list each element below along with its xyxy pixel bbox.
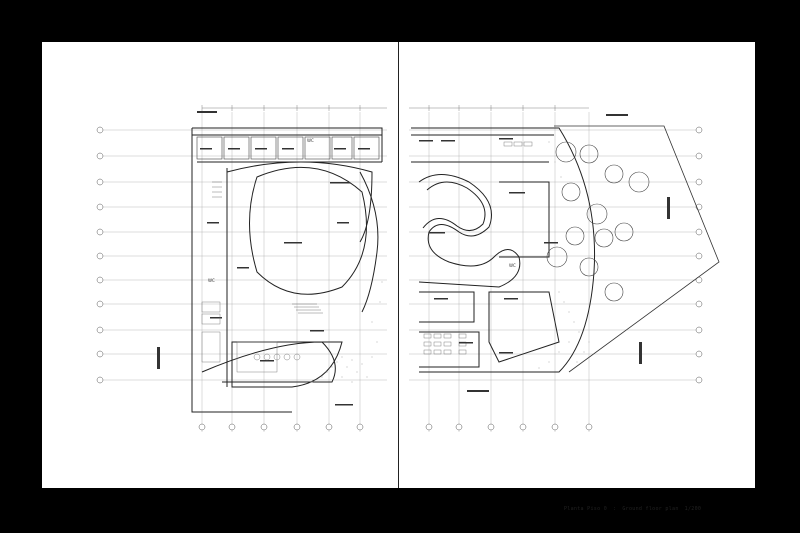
grid-bubbles-right xyxy=(425,126,703,431)
landscape-dots-left xyxy=(311,281,383,383)
room-label-wc-right: WC xyxy=(509,263,516,268)
grid-bubbles-left xyxy=(96,126,364,431)
book-spread: WC WC xyxy=(42,42,755,512)
site-boundary xyxy=(554,125,720,373)
grid-lines-left xyxy=(100,112,387,432)
stairs-left xyxy=(212,181,323,314)
building-outline-right xyxy=(411,127,596,373)
caption-plan-name-en: Ground floor plan xyxy=(622,506,679,512)
right-floor-plan: WC xyxy=(409,105,720,432)
page-gutter xyxy=(398,42,399,488)
left-floor-plan: WC WC xyxy=(96,105,387,432)
landscape-dots-right xyxy=(538,141,590,369)
room-label-wc-top: WC xyxy=(307,138,314,143)
room-label-bars-right xyxy=(419,114,670,392)
room-label-bars-left xyxy=(157,111,370,406)
room-label-wc-left: WC xyxy=(208,278,215,283)
plan-caption: Planta Piso 0: Ground floor plan 1/200 xyxy=(564,506,707,512)
caption-scale: 1/200 xyxy=(684,506,702,512)
caption-plan-name: Planta Piso 0 xyxy=(564,506,608,512)
landscape-trees xyxy=(546,141,650,302)
furniture-left xyxy=(201,301,301,373)
caption-separator: : xyxy=(613,506,617,512)
grid-lines-right xyxy=(409,112,699,432)
right-page: WC xyxy=(399,42,755,488)
dimension-line-top-right xyxy=(409,105,589,111)
left-page: WC WC xyxy=(42,42,398,488)
building-outline-left xyxy=(191,127,383,413)
dimension-line-top xyxy=(201,105,387,111)
top-rooms-left xyxy=(196,136,380,160)
